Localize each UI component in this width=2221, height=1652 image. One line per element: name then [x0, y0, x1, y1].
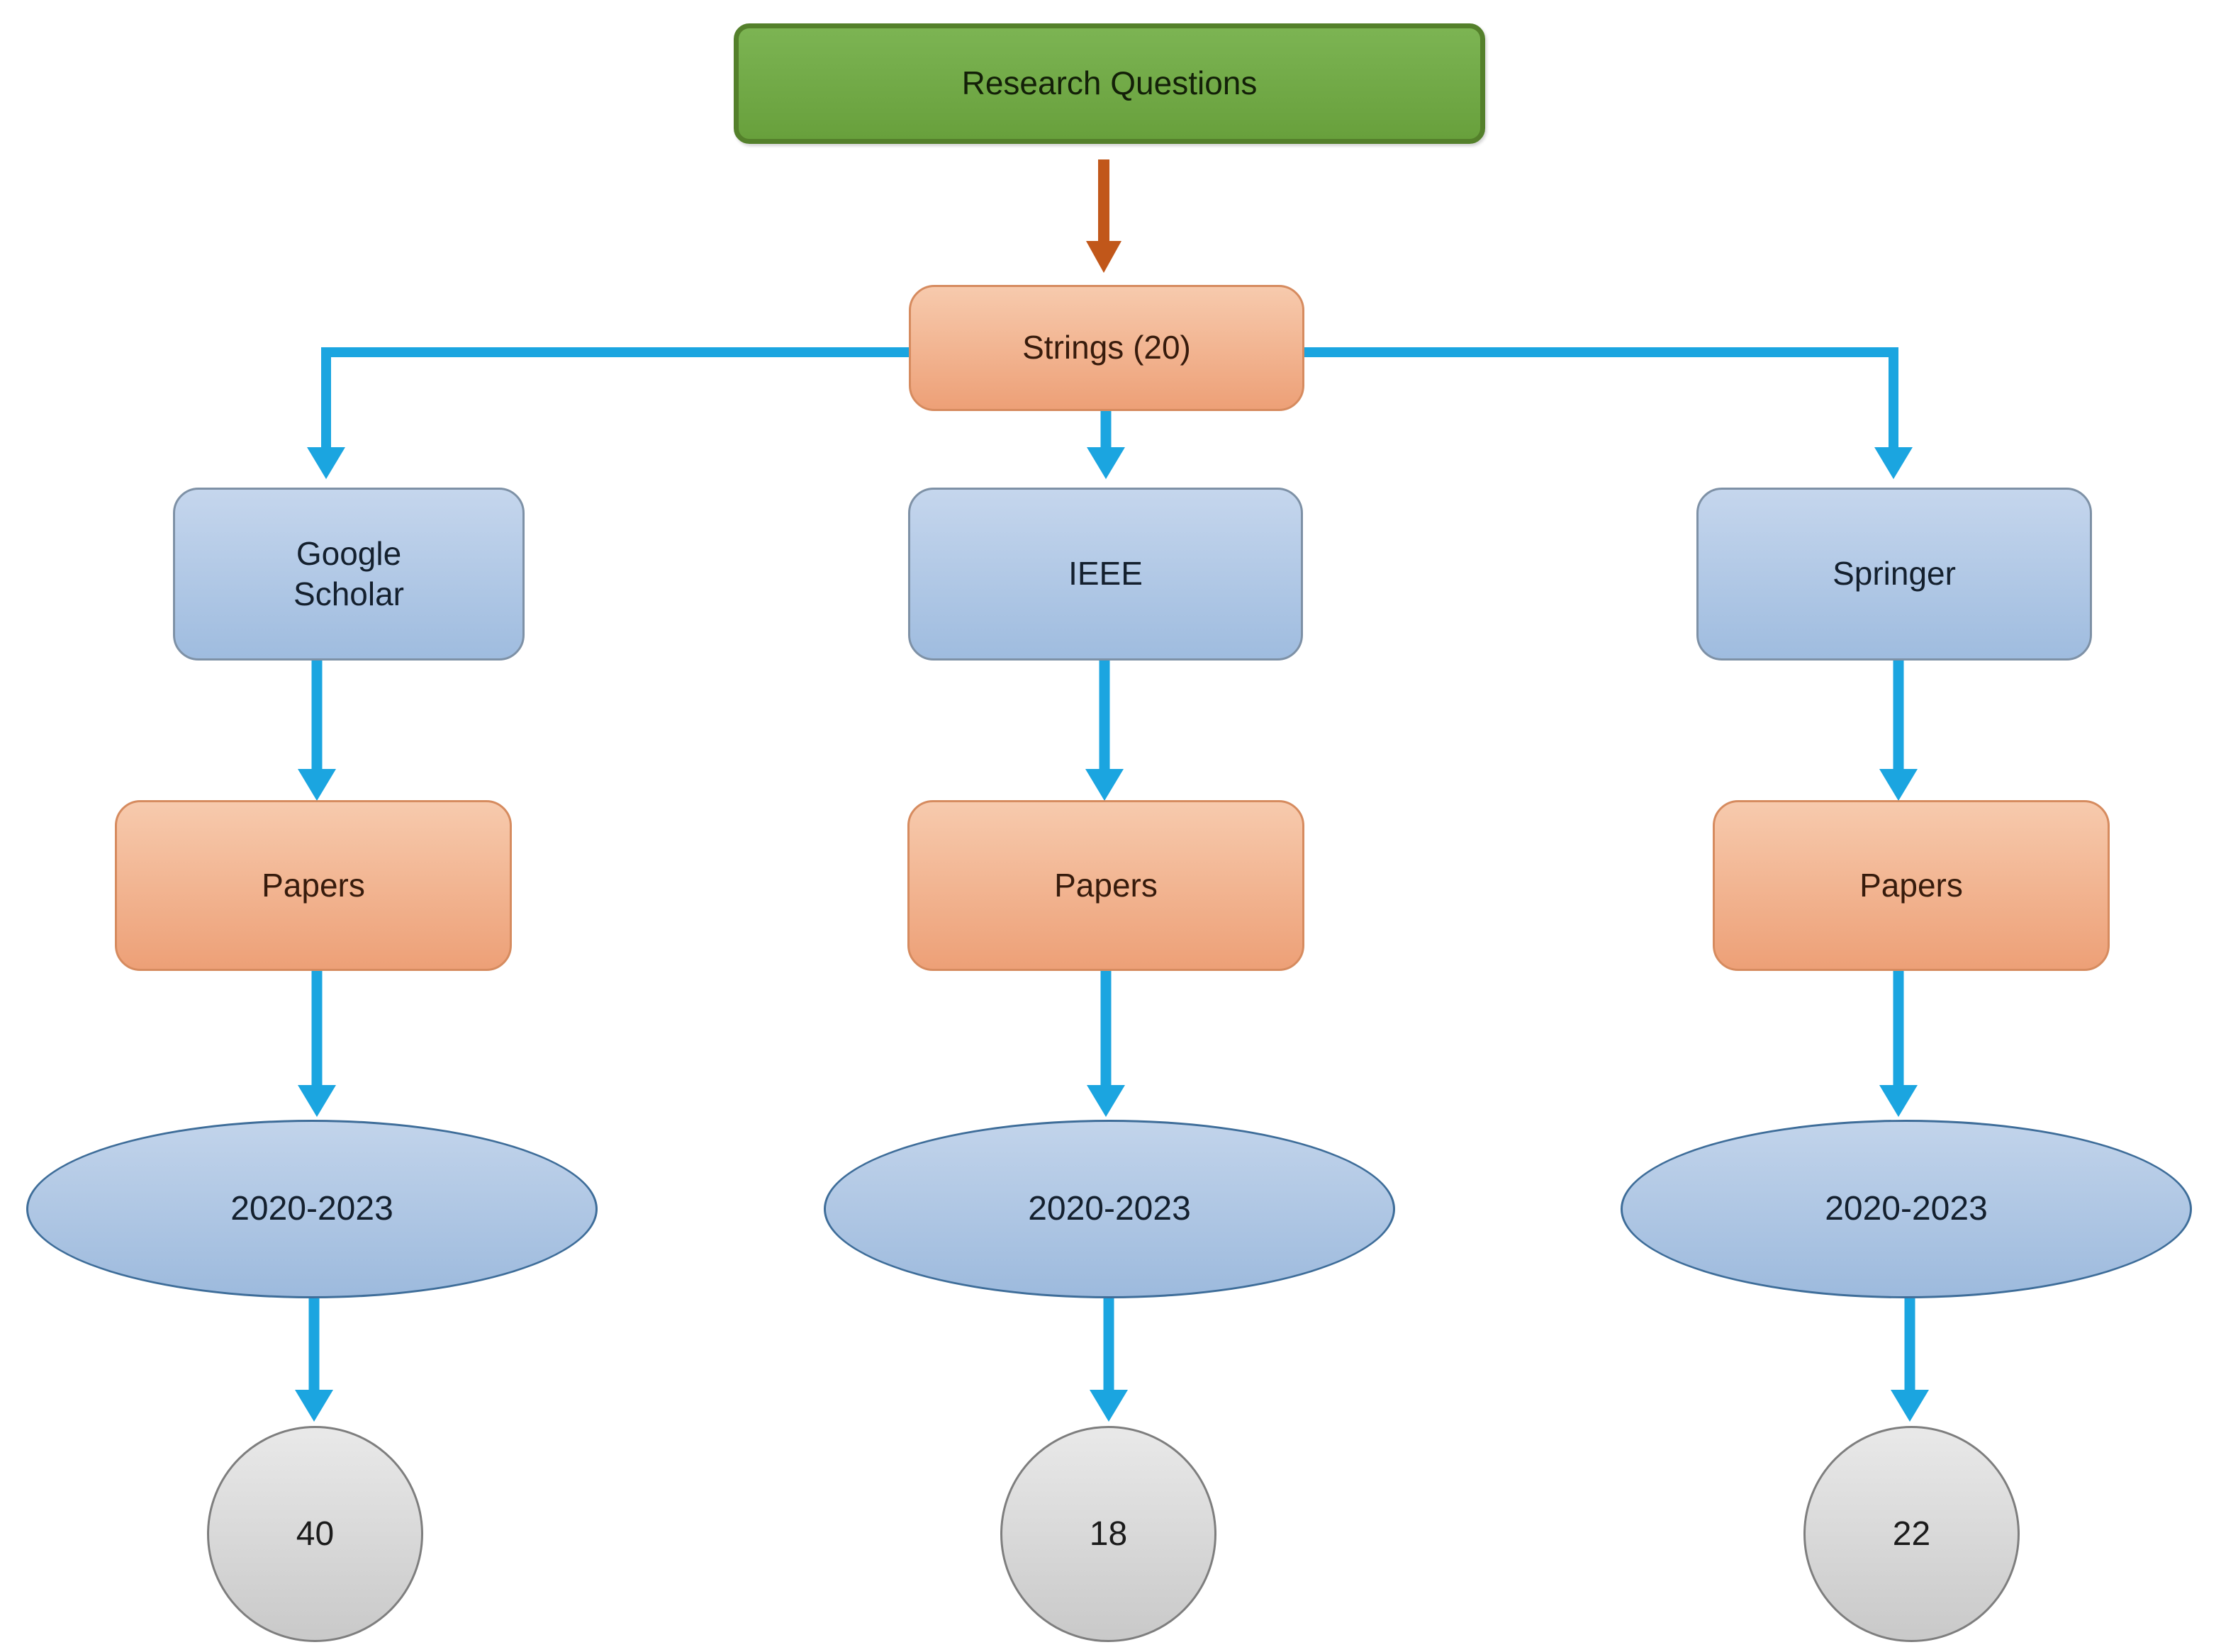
arrow-google-scholar-to-papers: [298, 661, 336, 801]
arrow-papers-to-years-springer: [1879, 971, 1918, 1117]
count-circle-ieee: 18: [1000, 1426, 1216, 1642]
ieee-node: IEEE: [908, 488, 1303, 661]
papers-node-ieee: Papers: [907, 800, 1304, 971]
papers-label-ieee: Papers: [1054, 866, 1158, 904]
connector-strings-to-springer-line: [1304, 347, 1898, 448]
arrow-google-scholar-to-papers-head: [298, 769, 336, 801]
years-label-ieee: 2020-2023: [1028, 1190, 1191, 1227]
arrow-papers-to-years-google: [298, 971, 336, 1117]
strings-label: Strings (20): [1022, 329, 1191, 366]
google-scholar-label: Google Scholar: [293, 534, 404, 615]
google-scholar-label-line1: Google: [296, 534, 402, 572]
years-ellipse-google: 2020-2023: [26, 1120, 598, 1298]
arrow-springer-to-papers: [1879, 661, 1918, 801]
years-ellipse-springer: 2020-2023: [1621, 1120, 2192, 1298]
arrow-ieee-to-papers-head: [1085, 769, 1124, 801]
strings-node: Strings (20): [909, 285, 1304, 411]
years-label-springer: 2020-2023: [1825, 1190, 1988, 1227]
arrow-years-to-count-ieee: [1090, 1298, 1128, 1422]
arrow-papers-to-years-google-head: [298, 1085, 336, 1117]
papers-label-springer: Papers: [1859, 866, 1963, 904]
research-questions-node: Research Questions: [734, 23, 1485, 144]
count-label-springer: 22: [1892, 1515, 1931, 1553]
count-label-google: 40: [296, 1515, 335, 1553]
springer-node: Springer: [1696, 488, 2092, 661]
connector-strings-to-springer-head: [1874, 447, 1913, 479]
arrow-springer-to-papers-head: [1879, 769, 1918, 801]
springer-label: Springer: [1833, 555, 1956, 592]
arrow-papers-to-years-ieee-head: [1087, 1085, 1125, 1117]
arrow-research-to-strings-head: [1086, 241, 1121, 273]
arrow-papers-to-years-springer-head: [1879, 1085, 1918, 1117]
arrow-research-to-strings: [1086, 159, 1121, 273]
research-questions-label: Research Questions: [961, 64, 1258, 102]
arrow-years-to-count-google: [295, 1298, 333, 1422]
ieee-label: IEEE: [1068, 555, 1143, 592]
count-label-ieee: 18: [1089, 1515, 1128, 1553]
connector-strings-to-google-scholar-head: [307, 447, 345, 479]
count-circle-google: 40: [207, 1426, 423, 1642]
arrow-years-to-count-ieee-head: [1090, 1390, 1128, 1422]
google-scholar-node: Google Scholar: [173, 488, 525, 661]
connector-strings-to-ieee: [1087, 410, 1125, 479]
arrow-ieee-to-papers: [1085, 661, 1124, 801]
arrow-years-to-count-springer-head: [1891, 1390, 1929, 1422]
connector-strings-to-springer: [1304, 347, 1913, 479]
arrow-years-to-count-springer: [1891, 1298, 1929, 1422]
papers-label-google: Papers: [262, 866, 365, 904]
connector-strings-to-google-scholar-line: [321, 347, 909, 448]
years-label-google: 2020-2023: [230, 1190, 393, 1227]
arrow-papers-to-years-ieee: [1087, 971, 1125, 1117]
connector-strings-to-ieee-head: [1087, 447, 1125, 479]
papers-node-springer: Papers: [1713, 800, 2110, 971]
google-scholar-label-line2: Scholar: [293, 575, 404, 612]
count-circle-springer: 22: [1803, 1426, 2020, 1642]
arrow-years-to-count-google-head: [295, 1390, 333, 1422]
years-ellipse-ieee: 2020-2023: [824, 1120, 1395, 1298]
papers-node-google: Papers: [115, 800, 512, 971]
connector-strings-to-google-scholar: [307, 347, 909, 479]
